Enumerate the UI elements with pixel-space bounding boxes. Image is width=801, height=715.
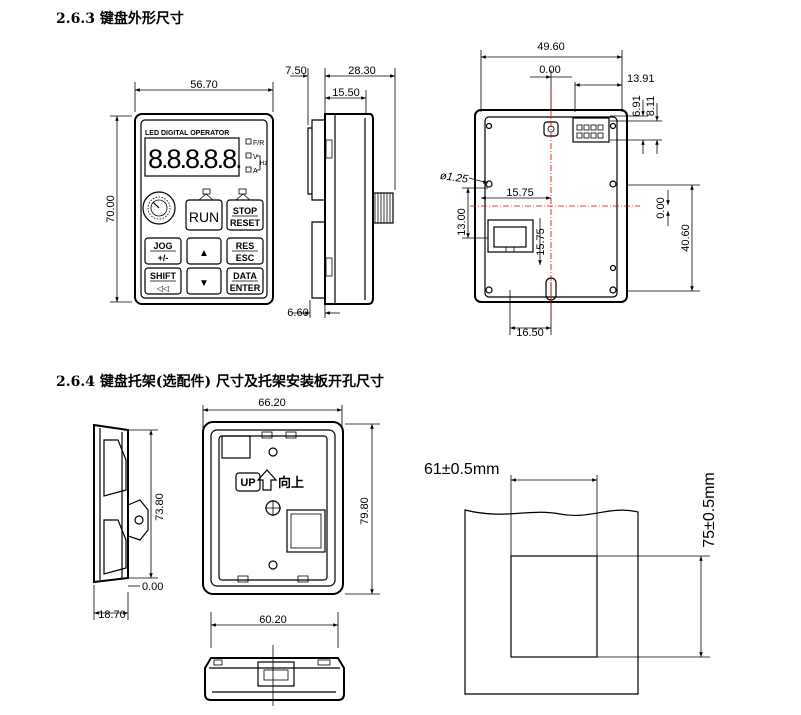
data-label: DATA [233,271,257,281]
bracket-dim-1870: 18.70 [98,609,126,621]
keypad-front-view: 56.70 70.00 LED DIGITAL OPERATOR 8.8.8.8… [105,79,274,305]
jog-label: JOG [153,241,172,251]
res-label: RES [236,241,255,251]
bracket-bottom-view: 60.20 [204,612,345,706]
bracket-bottom-width-dim: 60.20 [259,614,287,626]
bracket-dim-7380: 73.80 [154,493,166,521]
back-dim-1575-h: 15.75 [506,187,534,199]
res-esc-button[interactable]: RES ESC [226,237,264,265]
section-heading-263: 2.6.3 键盘外形尺寸 [56,11,184,27]
bracket-front-view: 66.20 79.80 UP 向上 [202,397,380,595]
jog-sub-label: +/- [158,253,169,263]
cutout-height-dim: 75±0.5mm [701,472,718,547]
indicator-a: A [253,168,258,175]
down-triangle-icon: ▼ [199,278,209,289]
back-dim-691: 6.91 [631,95,643,116]
stop-reset-button[interactable]: STOP RESET [226,193,264,231]
side-dim-1550: 15.50 [332,87,360,99]
run-button-label: RUN [189,209,219,225]
back-dim-hole: ø1.25 [439,170,469,186]
bracket-width-dim: 66.20 [258,397,286,409]
down-button[interactable]: ▼ [186,267,222,295]
bracket-up-cn-label: 向上 [278,475,304,490]
front-title: LED DIGITAL OPERATOR [145,130,229,137]
front-height-dim: 70.00 [105,195,117,223]
shift-label: SHIFT [150,271,177,281]
keypad-back-view: 49.60 0.00 13.91 6.91 8.11 ø1.25 15.75 1… [439,41,700,339]
shift-button[interactable]: SHIFT ◁◁ [144,267,182,295]
up-button[interactable]: ▲ [186,237,222,265]
back-dim-811: 8.11 [645,96,657,117]
mounting-cutout-view: 61±0.5mm 75±0.5mm [424,461,718,695]
back-dim-1650: 16.50 [516,327,544,339]
indicator-fr: F/R [253,140,264,147]
back-dim-1300: 13.00 [456,208,468,236]
up-arrow-icon [256,469,278,491]
keypad-side-view: 7.50 28.30 15.50 6.60 [285,65,396,319]
front-width-dim: 56.70 [190,79,218,91]
side-dim-2830: 28.30 [348,65,376,77]
cutout-width-dim: 61±0.5mm [424,461,499,478]
side-dim-750: 7.50 [285,65,306,77]
bracket-side-view: 73.80 0.00 18.70 [93,423,166,621]
back-dim-1575-v: 15.75 [535,228,547,256]
led-display: 8.8.8.8.8. [148,144,241,174]
bracket-dim-zero: 0.00 [142,581,163,593]
stop-label: STOP [233,206,257,216]
data-enter-button[interactable]: DATA ENTER [226,267,264,295]
run-button[interactable]: RUN [185,193,223,231]
reset-label: RESET [230,218,261,228]
indicator-v: V [253,154,258,161]
shift-arrows-icon: ◁◁ [156,284,169,293]
section-heading-264: 2.6.4 键盘托架(选配件) 尺寸及托架安装板开孔尺寸 [56,374,384,390]
back-dim-zero-top: 0.00 [539,64,560,76]
bracket-up-label: UP [240,477,255,489]
up-triangle-icon: ▲ [199,248,209,259]
back-width-dim: 49.60 [537,41,565,53]
side-dim-660: 6.60 [287,307,308,319]
back-dim-4060: 40.60 [680,224,692,252]
indicator-hz: Hz [260,161,267,167]
enter-label: ENTER [230,283,261,293]
jog-button[interactable]: JOG +/- [144,237,182,265]
bracket-height-dim: 79.80 [359,497,371,525]
back-dim-1391: 13.91 [627,73,655,85]
potentiometer-knob-icon[interactable] [142,191,176,225]
back-dim-zero-right: 0.00 [655,197,667,218]
esc-label: ESC [236,253,255,263]
